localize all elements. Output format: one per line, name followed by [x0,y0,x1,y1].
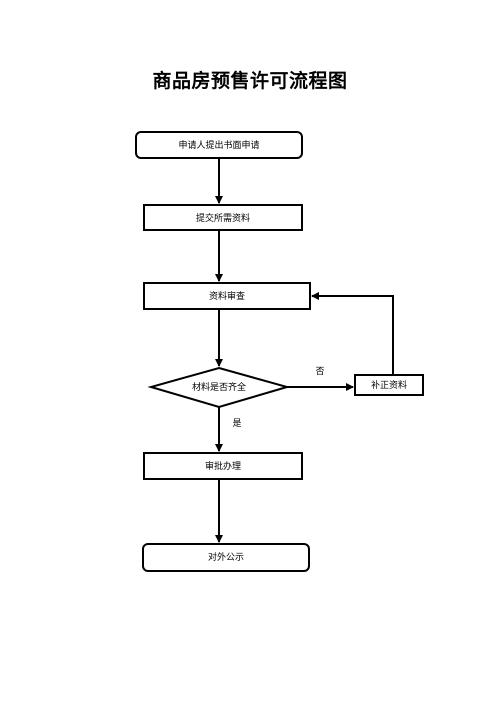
node-apply: 申请人提出书面申请 [135,131,303,159]
node-approve-label: 审批办理 [205,460,241,472]
node-approve: 审批办理 [143,452,303,480]
edge-supplement-review [311,292,394,375]
node-decision: 材料是否齐全 [147,366,291,409]
node-supplement: 补正资料 [354,374,424,396]
node-apply-label: 申请人提出书面申请 [178,139,259,151]
node-review: 资料审查 [143,282,311,310]
node-supplement-label: 补正资料 [371,379,407,391]
node-publish-label: 对外公示 [208,551,244,563]
edge-no-label: 否 [315,366,324,377]
node-decision-label: 材料是否齐全 [192,381,246,393]
node-publish: 对外公示 [142,543,310,572]
node-submit-label: 提交所需资料 [196,212,250,224]
edge-yes-label: 是 [232,418,241,429]
node-review-label: 资料审查 [209,290,245,302]
page-title: 商品房预售许可流程图 [152,70,348,92]
node-submit: 提交所需资料 [143,204,303,231]
